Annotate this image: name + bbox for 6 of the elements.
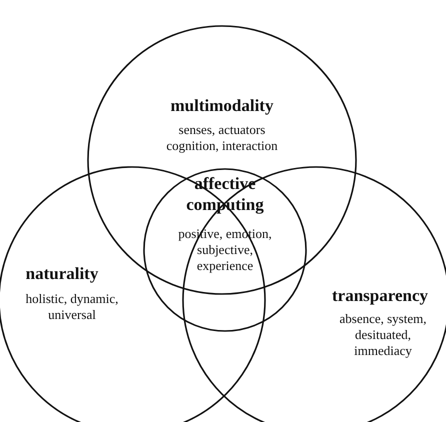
heading-text: transparency bbox=[330, 286, 429, 307]
keyword-text: holistic, dynamic, universal bbox=[24, 291, 120, 323]
heading-text: multimodality bbox=[170, 96, 274, 117]
keyword-text: senses, actuators cognition, interaction bbox=[165, 122, 279, 154]
keyword-text: absence, system, desituated, immediacy bbox=[338, 311, 428, 359]
heading-text: naturality bbox=[24, 264, 100, 285]
